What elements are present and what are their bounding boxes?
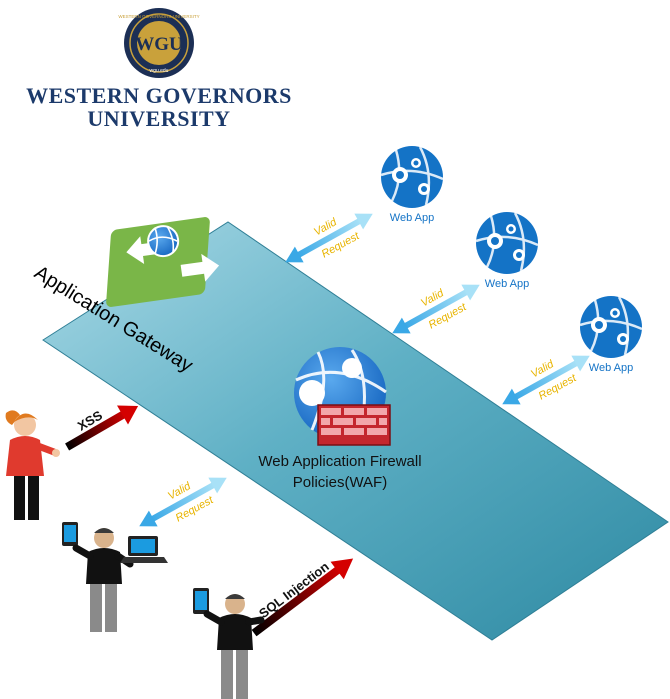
waf-icon (294, 347, 391, 446)
web-app-label: Web App (485, 278, 529, 290)
web-app-label: Web App (589, 362, 633, 374)
wgu-name-line1: WESTERN GOVERNORS (26, 83, 292, 108)
firewall-brick-icon (317, 404, 391, 446)
wgu-logo: WGU wgu.edu WESTERN GOVERNORS UNIVERSITY… (26, 8, 292, 131)
valid-request-arrow-2: Valid Request (392, 284, 480, 334)
seal-inner-icon (137, 21, 181, 65)
application-gateway-icon (106, 217, 220, 307)
seal-url: wgu.edu (150, 68, 169, 74)
waf-label-line1: Web Application Firewall (258, 453, 421, 470)
wgu-name-line2: UNIVERSITY (87, 106, 230, 131)
xss-attack-arrow: XSS (65, 405, 139, 451)
web-app-icon (475, 212, 539, 274)
seal-initials: WGU (135, 34, 183, 55)
user-woman-icon (5, 410, 60, 520)
sql-injection-label: SQL Injection (256, 559, 332, 621)
user-man-laptop-icon (62, 522, 168, 632)
waf-label-line2: Policies(WAF) (293, 474, 387, 491)
web-app-1: Web App (380, 146, 444, 224)
valid-request-arrow-4: Valid Request (139, 477, 227, 527)
web-app-3: Web App (579, 296, 643, 374)
web-app-2: Web App (475, 212, 539, 290)
user-man-tablet-icon (193, 588, 265, 699)
web-app-icon (579, 296, 643, 358)
seal-text: WESTERN GOVERNORS UNIVERSITY (118, 14, 199, 19)
seal-ring-icon (129, 13, 189, 73)
web-app-icon (380, 146, 444, 208)
web-app-label: Web App (390, 212, 434, 224)
sql-injection-arrow: SQL Injection (251, 558, 354, 637)
valid-request-arrow-3: Valid Request (502, 355, 590, 405)
